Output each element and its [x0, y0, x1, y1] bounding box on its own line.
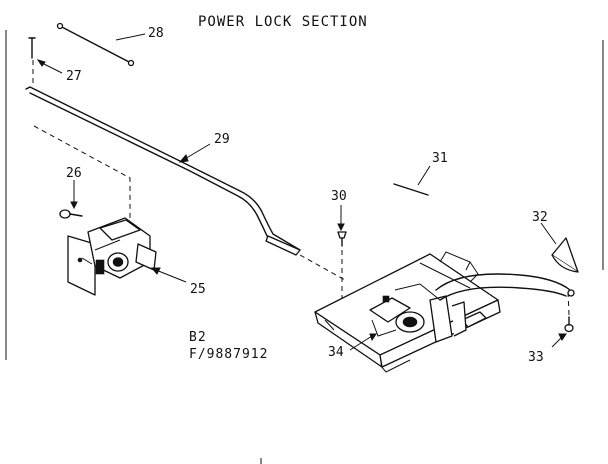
- dash-29-plate: [299, 254, 346, 281]
- part-30-screw: [337, 231, 347, 247]
- leader-25: [155, 269, 187, 283]
- callout-27: 27: [66, 69, 82, 84]
- part-31-pin: [393, 183, 429, 196]
- leader-31: [417, 165, 431, 186]
- part-27-screw: [28, 37, 36, 59]
- leader-34: [349, 335, 373, 351]
- part-29-link-rod: [25, 86, 301, 256]
- callout-30: 30: [331, 189, 347, 204]
- dash-33: [567, 291, 570, 316]
- part-26-screw: [59, 209, 83, 219]
- part-34-base-plate: [314, 251, 575, 373]
- callout-33: 33: [528, 350, 544, 365]
- dash-29-motor: [33, 125, 131, 232]
- leader-32: [540, 222, 557, 245]
- model-code-line-2: F/9887912: [189, 347, 268, 362]
- part-25-lock-actuator: [67, 217, 157, 296]
- callout-29: 29: [214, 132, 230, 147]
- callout-26: 26: [66, 166, 82, 181]
- callout-28: 28: [148, 26, 164, 41]
- part-32-cap: [551, 237, 579, 273]
- callout-31: 31: [432, 151, 448, 166]
- leader-33: [551, 336, 563, 348]
- leader-28: [115, 33, 146, 41]
- callout-34: 34: [328, 345, 344, 360]
- part-33-screw: [564, 316, 574, 333]
- leader-29: [182, 143, 211, 161]
- callout-25: 25: [190, 282, 206, 297]
- diagram-title: POWER LOCK SECTION: [198, 14, 368, 30]
- callout-32: 32: [532, 210, 548, 225]
- part-28-rod: [56, 22, 135, 67]
- model-code-line-1: B2: [189, 330, 207, 345]
